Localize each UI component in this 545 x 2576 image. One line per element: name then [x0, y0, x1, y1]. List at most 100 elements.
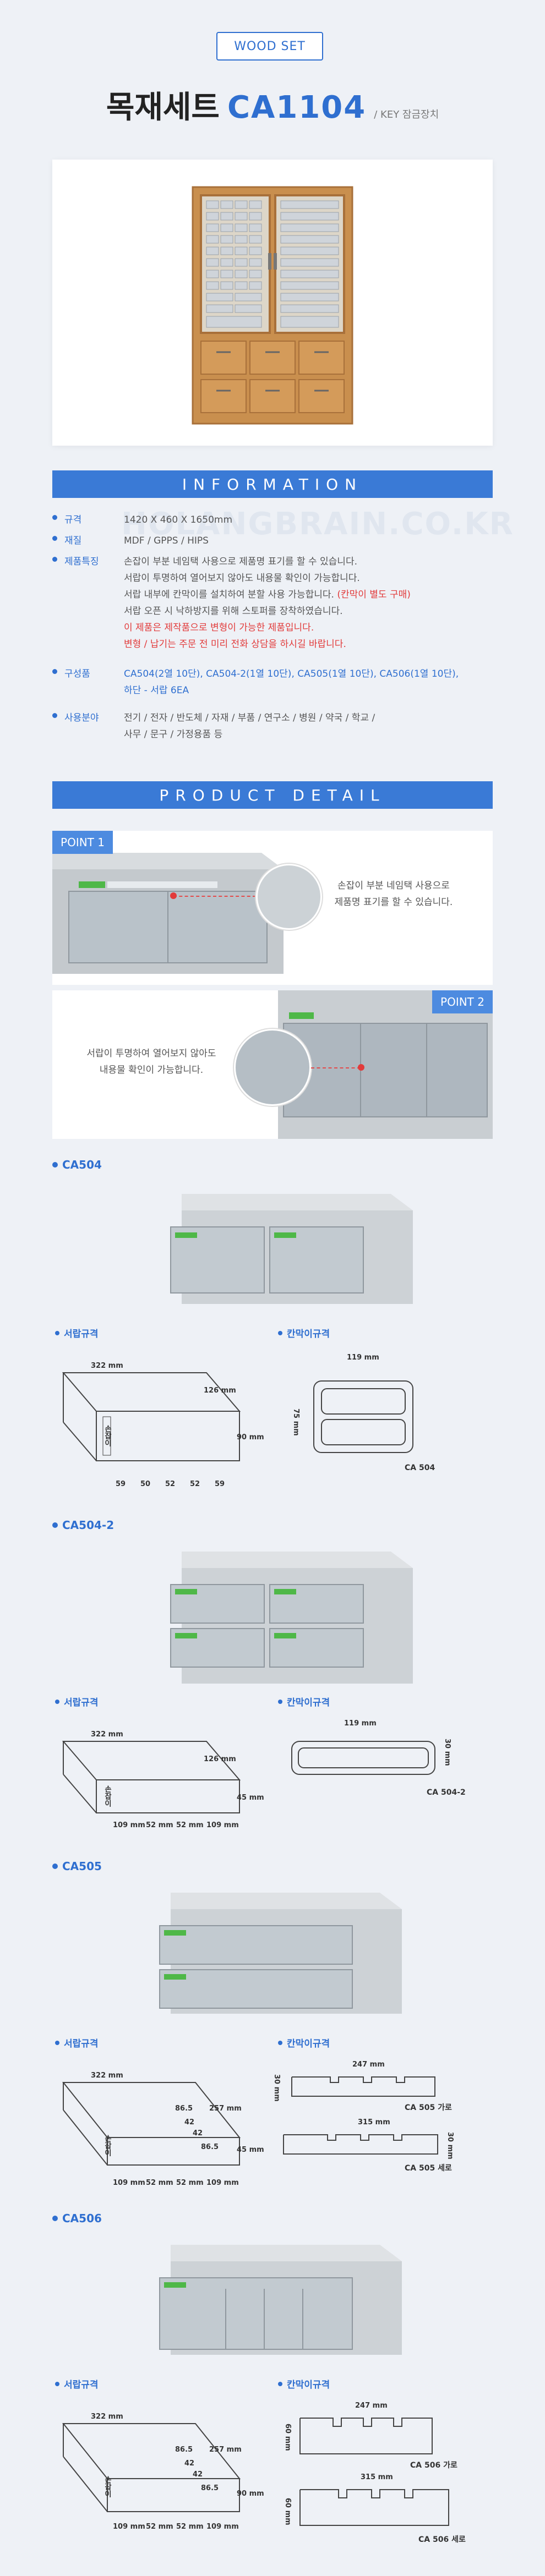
- ca504-2-divider-diagram: [291, 1741, 435, 1775]
- spec-value: CA504(2열 10단), CA504-2(1열 10단), CA505(1열…: [124, 668, 459, 679]
- section-title-ca504-2: CA504-2: [52, 1519, 114, 1532]
- title-model: CA1104: [227, 90, 367, 125]
- dim-handle: 손잡이: [103, 2476, 111, 2497]
- information-bar: INFORMATION: [52, 470, 493, 498]
- dim-height: 90 mm: [237, 2490, 264, 2498]
- divider-height: 75 mm: [292, 1408, 300, 1436]
- divider-width: 119 mm: [344, 1719, 377, 1728]
- dim-bottom-2: 52 mm: [146, 2523, 173, 2531]
- point2-panel: POINT 2 서랍이 투명하여 열어보지 않아도 내용물 확인이 가능합니다.: [52, 990, 493, 1139]
- divider-b-caption: CA 505 세로: [405, 2164, 452, 2173]
- point2-note: 서랍이 투명하여 열어보지 않아도 내용물 확인이 가능합니다.: [69, 1045, 234, 1078]
- dim-bottom-3: 52 mm: [176, 1821, 204, 1829]
- dim-height: 90 mm: [237, 1433, 264, 1442]
- note-line: 내용물 확인이 가능합니다.: [99, 1065, 204, 1076]
- ca505-divider-a-diagram: [291, 2076, 435, 2097]
- section-title-text: CA504: [62, 1158, 102, 1171]
- spec-text: 서랍 내부에 칸막이를 설치하여 분할 사용 가능합니다.: [124, 589, 334, 600]
- ca504-divider-diagram: [313, 1380, 413, 1453]
- dim-bottom-4: 109 mm: [206, 2179, 239, 2187]
- watermark: HOLANGBRAIN.CO.KR: [121, 506, 514, 542]
- dim-bottom-1: 109 mm: [113, 1821, 145, 1829]
- dim-handle: 손잡이: [103, 1425, 111, 1446]
- dim-bottom-3: 52: [165, 1480, 176, 1488]
- section-title-ca506: CA506: [52, 2212, 102, 2225]
- spec-key: 제품특징: [64, 556, 99, 567]
- divider-a-width: 247 mm: [352, 2060, 385, 2069]
- bullet-icon: [52, 1864, 58, 1869]
- dim-depth: 126 mm: [204, 1386, 236, 1395]
- title-korean: 목재세트: [106, 90, 220, 125]
- bullet-icon: [52, 669, 57, 674]
- note-line: 제품명 표기를 할 수 있습니다.: [334, 897, 453, 908]
- bullet-icon: [278, 1699, 282, 1704]
- spec-value: 서랍이 투명하여 열어보지 않아도 내용물 확인이 가능합니다.: [124, 573, 360, 584]
- divider-spec-title: 칸막이규격: [278, 1695, 330, 1708]
- spec-value: 하단 - 서랍 6EA: [124, 685, 189, 696]
- divider-spec-title: 칸막이규격: [278, 1326, 330, 1340]
- point1-tag: POINT 1: [52, 831, 113, 854]
- product-detail-bar: PRODUCT DETAIL: [52, 781, 493, 809]
- dim-inner-1: 86.5: [175, 2446, 193, 2454]
- label-text: 칸막이규격: [287, 1697, 330, 1708]
- dim-inner-4: 86.5: [201, 2143, 219, 2151]
- note-line: 서랍이 투명하여 열어보지 않아도: [86, 1048, 216, 1059]
- dim-bottom-1: 59: [116, 1480, 126, 1488]
- spec-key: 사용분야: [64, 712, 99, 724]
- divider-a-caption: CA 506 가로: [410, 2461, 457, 2470]
- callout-dot: [358, 1064, 364, 1071]
- section-title-text: CA505: [62, 1860, 102, 1873]
- wooden-cabinet-illustration: [192, 186, 353, 425]
- bullet-icon: [55, 2040, 59, 2045]
- spec-value: 사무 / 문구 / 가정용품 등: [124, 729, 223, 740]
- dim-height: 45 mm: [237, 1794, 264, 1802]
- dim-bottom-4: 109 mm: [206, 1821, 239, 1829]
- dim-inner-4: 86.5: [201, 2484, 219, 2492]
- ca506-product-illustration: [159, 2245, 402, 2355]
- drawer-front-illustration: [278, 990, 493, 1139]
- dim-bottom-3: 52 mm: [176, 2179, 204, 2187]
- label-text: 서랍규격: [64, 1697, 99, 1708]
- label-text: 서랍규격: [64, 2038, 99, 2049]
- dim-handle: 손잡이: [103, 1785, 111, 1807]
- title-row: 목재세트 CA1104 / KEY 잠금장치: [0, 83, 545, 127]
- bullet-icon: [278, 2040, 282, 2045]
- ca506-divider-b-diagram: [299, 2489, 449, 2526]
- ca504-product-illustration: [170, 1194, 413, 1304]
- dim-depth: 257 mm: [209, 2446, 242, 2454]
- dim-bottom-1: 109 mm: [113, 2179, 145, 2187]
- divider-caption: CA 504-2: [427, 1788, 466, 1797]
- divider-width: 119 mm: [347, 1353, 379, 1362]
- label-text: 칸막이규격: [287, 2038, 330, 2049]
- dim-bottom-2: 50: [140, 1480, 151, 1488]
- spec-key: 규격: [64, 514, 82, 525]
- drawer-spec-title: 서랍규격: [55, 2377, 99, 2391]
- spec-key: 재질: [64, 535, 82, 546]
- spec-warning: 이 제품은 제작품으로 변형이 가능한 제품입니다.: [124, 622, 314, 633]
- section-title-ca505: CA505: [52, 1860, 102, 1873]
- dim-inner-2: 42: [184, 2118, 195, 2126]
- dim-bottom-4: 52: [190, 1480, 200, 1488]
- dim-width: 322 mm: [91, 2071, 123, 2080]
- bullet-icon: [52, 557, 57, 562]
- bullet-icon: [55, 2381, 59, 2386]
- dim-inner-3: 42: [193, 2470, 203, 2479]
- ca505-product-illustration: [159, 1893, 402, 2014]
- divider-height: 30 mm: [443, 1739, 451, 1766]
- callout-line: [173, 896, 256, 897]
- divider-spec-title: 칸막이규격: [278, 2377, 330, 2391]
- drawer-spec-title: 서랍규격: [55, 1326, 99, 1340]
- dim-inner-2: 42: [184, 2459, 195, 2468]
- zoom-circle: [256, 864, 322, 930]
- ca506-drawer-diagram: [62, 2423, 241, 2512]
- ca506-divider-a-diagram: [299, 2418, 433, 2454]
- drawer-closeup-illustration: [52, 853, 284, 974]
- ca504-drawer-diagram: [62, 1372, 241, 1461]
- divider-b-caption: CA 506 세로: [418, 2535, 466, 2544]
- dim-inner-3: 42: [193, 2129, 203, 2137]
- bullet-icon: [278, 1330, 282, 1335]
- divider-b-height: 30 mm: [446, 2132, 454, 2160]
- ca504-2-drawer-diagram: [62, 1741, 241, 1813]
- callout-dot: [170, 892, 177, 899]
